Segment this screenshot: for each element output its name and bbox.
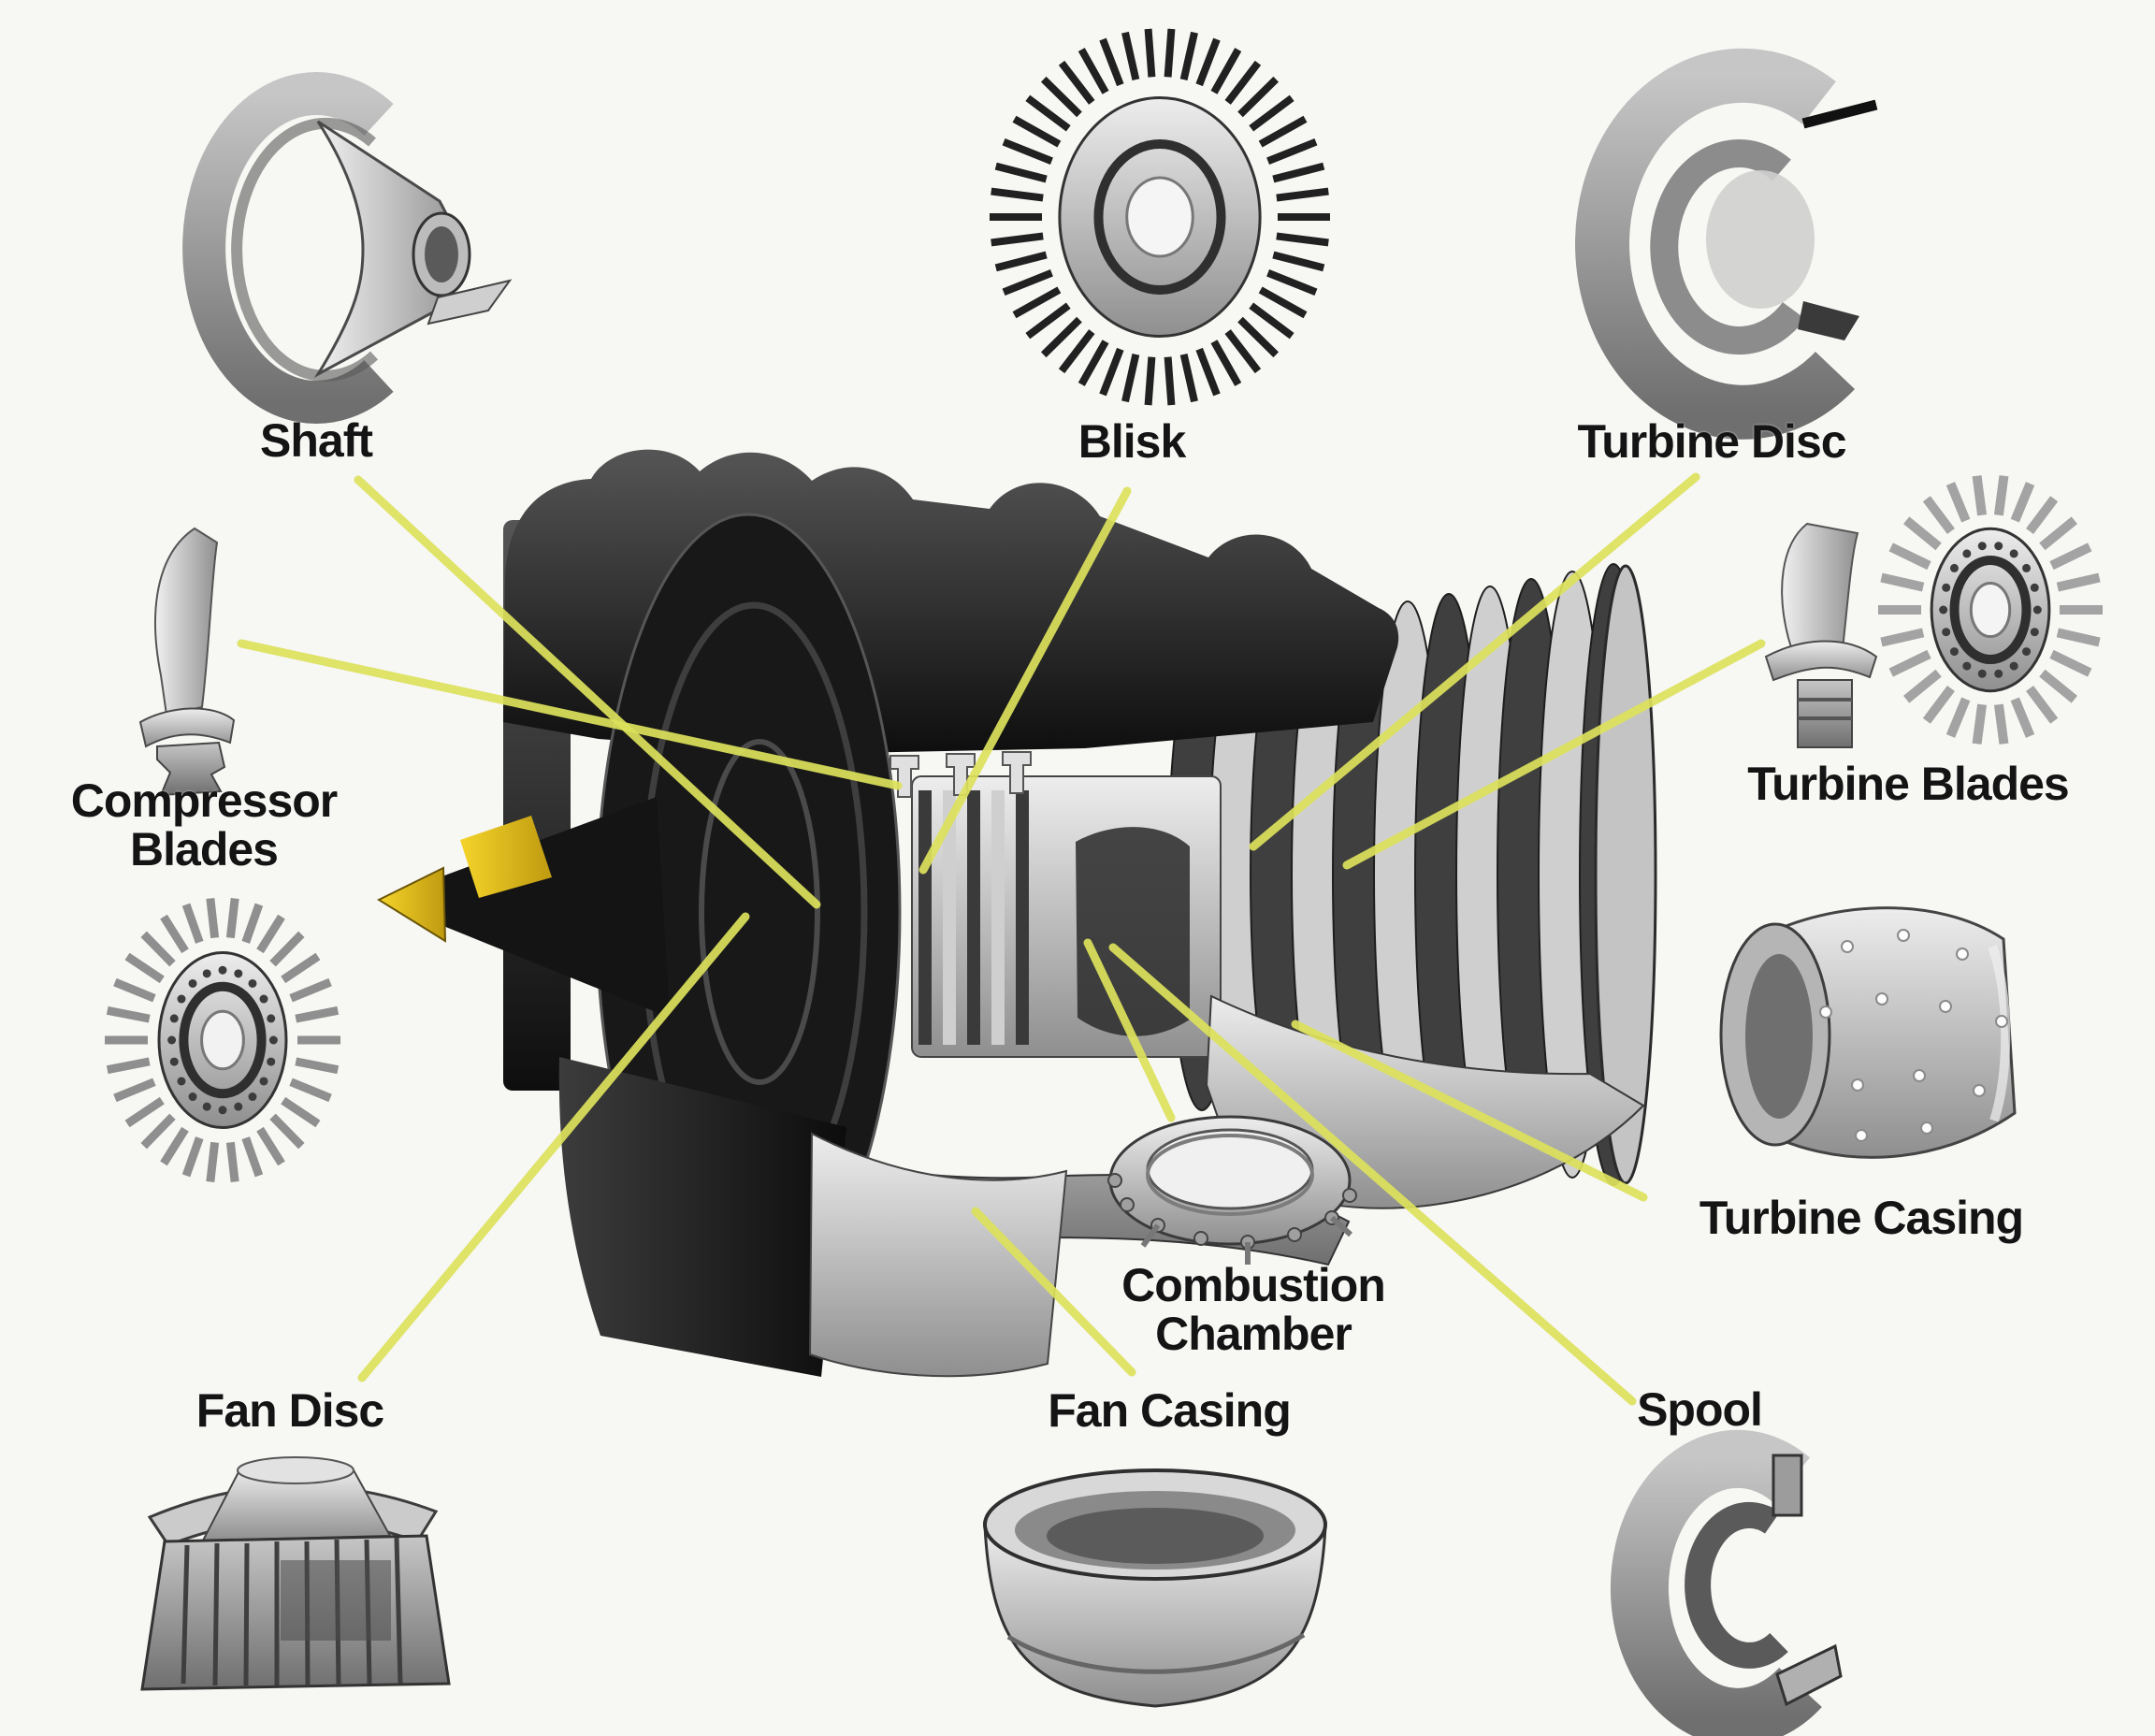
leader-line-blisk xyxy=(918,486,1132,875)
leader-line-combustion-chamber xyxy=(1083,938,1176,1122)
leader-lines-layer xyxy=(237,472,1766,1406)
compressor-blade-part-image xyxy=(138,527,236,797)
fan-disc-part-image xyxy=(140,1456,451,1691)
blisk-part-image xyxy=(990,28,1330,406)
engine-cutaway-image xyxy=(376,449,1657,1378)
label-shaft: Shaft xyxy=(260,414,373,467)
leader-line-spool xyxy=(1108,943,1637,1406)
label-turbine-disc: Turbine Disc xyxy=(1577,415,1846,468)
label-compressor-blades-line1: Compressor xyxy=(70,774,339,827)
compressor-disc-part-image xyxy=(105,898,340,1182)
label-combustion-chamber-line2: Chamber xyxy=(1155,1308,1352,1360)
label-fan-casing: Fan Casing xyxy=(1048,1384,1291,1437)
shaft-part-image xyxy=(182,72,513,424)
leader-line-shaft xyxy=(354,475,821,909)
label-turbine-casing: Turbine Casing xyxy=(1699,1192,2024,1244)
spool-part-image xyxy=(1610,1429,1843,1736)
turbine-blade-part-image xyxy=(1764,522,1878,748)
label-fan-disc: Fan Disc xyxy=(195,1384,384,1437)
combustion-chamber-part-image xyxy=(1107,1115,1357,1265)
leader-line-turbine-disc xyxy=(1249,472,1700,851)
label-blisk: Blisk xyxy=(1078,415,1187,468)
label-spool: Spool xyxy=(1637,1383,1763,1436)
leader-line-turbine-casing xyxy=(1291,1020,1648,1202)
turbine-casing-part-image xyxy=(1719,906,2017,1159)
label-combustion-chamber: Combustion Chamber xyxy=(1121,1259,1386,1360)
leader-line-fan-casing xyxy=(971,1207,1136,1377)
turbine-blades-disc-part-image xyxy=(1878,475,2103,745)
label-combustion-chamber-line1: Combustion xyxy=(1121,1259,1386,1311)
turbine-disc-part-image xyxy=(1575,48,1878,440)
fan-casing-part-image xyxy=(983,1468,1327,1708)
label-compressor-blades-line2: Blades xyxy=(130,823,279,875)
leader-line-fan-disc xyxy=(357,912,750,1382)
label-compressor-blades: Compressor Blades xyxy=(70,774,339,875)
leader-line-turbine-blades xyxy=(1342,639,1766,870)
label-turbine-blades: Turbine Blades xyxy=(1747,758,2069,810)
leader-line-compressor-blades xyxy=(237,639,903,790)
